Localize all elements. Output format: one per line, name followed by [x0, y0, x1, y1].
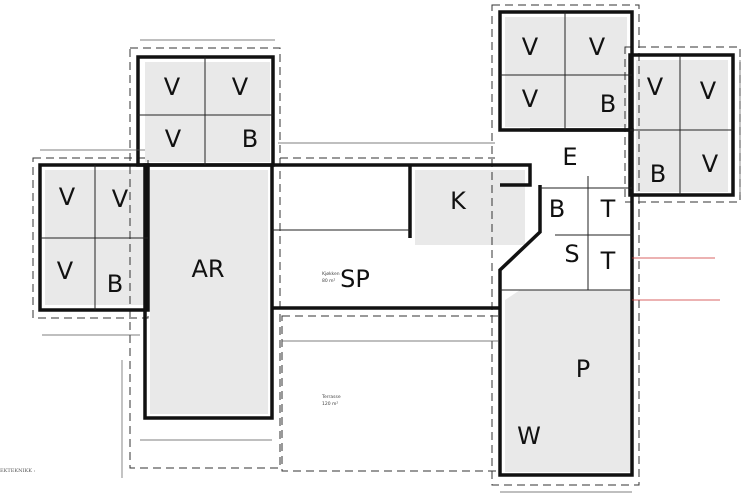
room-b5: B — [549, 195, 565, 223]
room-t1: T — [600, 195, 616, 223]
room-w: W — [517, 422, 541, 450]
room-p: P — [576, 355, 590, 383]
room-v7: V — [522, 33, 539, 61]
room-e: E — [562, 143, 577, 171]
room-labels: V V V B V V V B AR SP K V V V B V V V B … — [57, 33, 719, 450]
room-sp: SP — [340, 265, 370, 293]
room-b2: B — [242, 125, 258, 153]
room-s: S — [564, 240, 579, 268]
room-v3: V — [57, 257, 74, 285]
room-v4: V — [164, 73, 181, 101]
room-b1: B — [107, 270, 123, 298]
room-ar: AR — [191, 255, 224, 283]
room-v11: V — [700, 77, 717, 105]
dimension-lines — [40, 39, 741, 493]
room-v1: V — [59, 183, 76, 211]
room-b4: B — [650, 160, 666, 188]
room-k: K — [450, 187, 467, 215]
room-v8: V — [589, 33, 606, 61]
room-v2: V — [112, 185, 129, 213]
room-v5: V — [232, 73, 249, 101]
room-v12: V — [702, 150, 719, 178]
room-v9: V — [522, 85, 539, 113]
room-v10: V — [647, 73, 664, 101]
kitchen-area: 80 m² — [322, 278, 336, 284]
terrace-label: Terrasse — [321, 394, 341, 400]
room-v6: V — [165, 125, 182, 153]
room-t2: T — [600, 247, 616, 275]
note-heading: EKTEKNIKK : — [0, 468, 36, 474]
terrace-area: 120 m² — [322, 401, 338, 407]
roof-outline — [32, 4, 741, 486]
walls — [38, 10, 735, 477]
room-b3: B — [600, 90, 616, 118]
kitchen-label: Kjøkken — [322, 271, 340, 277]
